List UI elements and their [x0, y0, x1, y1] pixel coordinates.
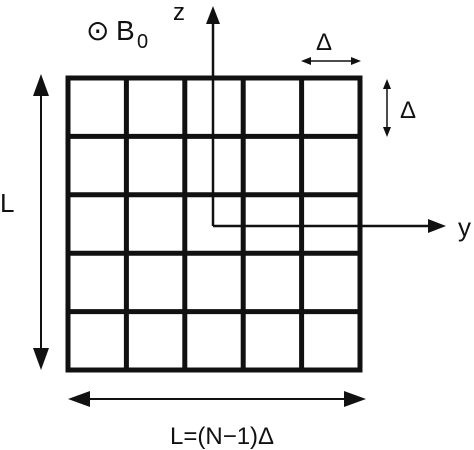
- width-arrow-left-head: [68, 391, 90, 407]
- width-arrow-right-head: [344, 391, 366, 407]
- z-axis-arrowhead: [206, 6, 220, 24]
- spacing-label-horizontal: Δ: [316, 29, 332, 56]
- field-direction-symbol: ⊙: [86, 15, 109, 46]
- spacing-arrow-horizontal-left-head: [301, 57, 311, 65]
- spacing-arrow-horizontal-right-head: [351, 57, 361, 65]
- field-subscript: 0: [137, 31, 148, 53]
- z-axis-label: z: [173, 0, 185, 26]
- side-length-label: L: [0, 188, 14, 218]
- field-label: B: [116, 15, 135, 46]
- spacing-label-vertical: Δ: [400, 97, 416, 124]
- side-length-arrow-top-head: [33, 74, 49, 96]
- spacing-arrow-vertical-top-head: [383, 79, 391, 89]
- y-axis-arrowhead: [428, 219, 446, 233]
- y-axis-label: y: [458, 212, 471, 242]
- width-label: L=(N−1)Δ: [170, 423, 274, 450]
- spacing-arrow-vertical-bottom-head: [383, 127, 391, 137]
- side-length-arrow-bottom-head: [33, 348, 49, 370]
